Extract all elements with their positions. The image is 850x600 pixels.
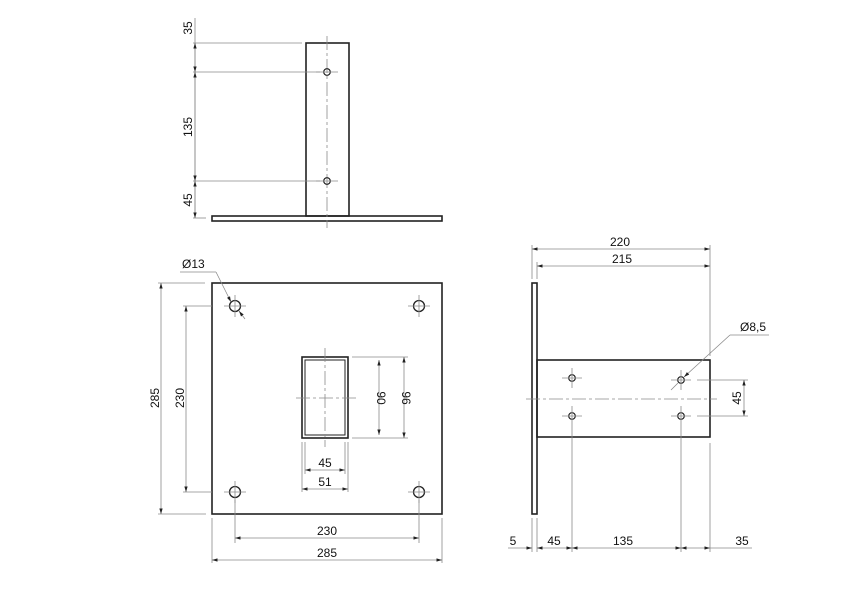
dim-label-tube-outer-height: 96 <box>399 391 413 405</box>
dim-label-hole-spacing-horizontal: 230 <box>317 524 337 538</box>
mounting-hole <box>408 481 430 503</box>
mounting-hole <box>224 295 246 317</box>
dim-label-overall-length: 220 <box>610 235 630 249</box>
mounting-hole <box>562 368 582 388</box>
plan-view: Ø13 285 230 90 96 45 51 230 285 <box>148 257 443 563</box>
side-elevation-view: Ø8,5 220 215 45 5 45 135 35 <box>508 235 769 552</box>
dim-label-bottom-offset: 45 <box>181 193 195 207</box>
mounting-hole <box>408 295 430 317</box>
dim-label-hole-spacing-vertical: 230 <box>173 388 187 408</box>
dim-label-hole-spacing: 135 <box>181 117 195 137</box>
dim-label-tube-inner-height: 90 <box>374 391 388 405</box>
mounting-hole <box>671 370 691 390</box>
dim-label-tube-inner-width: 45 <box>318 456 332 470</box>
dim-label-hole-spacing-vertical: 45 <box>730 391 744 405</box>
mounting-hole <box>224 481 246 503</box>
dim-label-hole-spacing-horizontal: 135 <box>613 534 633 548</box>
dim-label-end-offset: 35 <box>735 534 749 548</box>
dim-label-plate-height: 285 <box>148 388 162 408</box>
base-plate-outline <box>211 282 443 515</box>
hole-diameter-label: Ø8,5 <box>740 320 766 334</box>
mounting-hole <box>671 406 691 426</box>
dim-label-tube-outer-width: 51 <box>318 475 332 489</box>
dim-label-tube-length: 215 <box>612 252 632 266</box>
dim-label-first-hole-offset: 45 <box>547 534 561 548</box>
dim-label-plate-width: 285 <box>317 546 337 560</box>
dim-label-plate-thickness: 5 <box>510 534 517 548</box>
front-elevation-view: 35 135 45 <box>181 18 443 228</box>
mounting-hole <box>562 406 582 426</box>
dim-label-top-offset: 35 <box>181 21 195 35</box>
tube-side-outline <box>536 359 711 438</box>
hole-diameter-label: Ø13 <box>182 257 205 271</box>
